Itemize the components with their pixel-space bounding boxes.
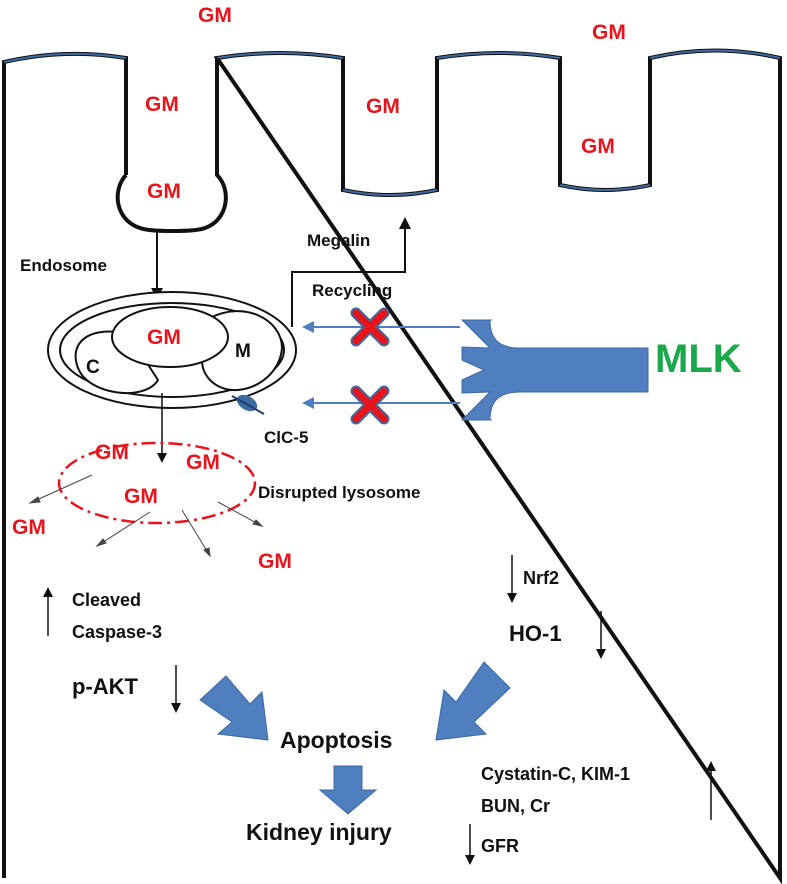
- ho1-down-arrowhead: [596, 649, 606, 659]
- ho1-to-apoptosis-arrow: [435, 661, 511, 741]
- mlk-label: MLK: [655, 337, 742, 381]
- nrf2-label: Nrf2: [523, 568, 559, 588]
- pakt-to-apoptosis-arrow: [199, 675, 269, 741]
- gfr-down-arrowhead: [465, 855, 475, 865]
- mlk-inhibition: MLK: [302, 307, 742, 425]
- compartment-c: [74, 330, 160, 394]
- gm-label: GM: [186, 451, 220, 474]
- gm-label: GM: [145, 93, 179, 116]
- mlk-block-arrow: [460, 319, 649, 421]
- gfr-label: GFR: [481, 836, 519, 856]
- ho1-label: HO-1: [509, 621, 562, 646]
- gm-label: GM: [592, 21, 626, 44]
- inhibition-arrowhead-clc5: [302, 397, 314, 409]
- caspase-up-arrowhead: [43, 587, 53, 597]
- biomarkers-line1: Cystatin-C, KIM-1: [481, 764, 630, 784]
- gm-label: GM: [12, 516, 46, 539]
- apoptosis-to-injury-arrow: [318, 765, 378, 815]
- block-x-icon: [350, 307, 390, 347]
- gm-label: GM: [147, 326, 181, 349]
- clc5-label: ClC-5: [264, 428, 308, 447]
- block-x-icon: [350, 385, 390, 425]
- gm-label: GM: [95, 441, 129, 464]
- kidney-injury-label: Kidney injury: [246, 819, 392, 845]
- leak-arrows: [28, 474, 264, 558]
- gm-label: GM: [258, 550, 292, 573]
- disrupted-lysosome: [57, 441, 257, 525]
- gm-label: GM: [581, 135, 615, 158]
- biomarkers-up-arrowhead: [706, 761, 716, 771]
- caspase3-label: Caspase-3: [72, 622, 162, 642]
- inhibition-arrowhead-megalin: [302, 321, 314, 333]
- clc5-channel-line: [231, 395, 265, 415]
- recycling-arrow: [291, 222, 406, 327]
- megalin-label: Megalin: [307, 231, 370, 250]
- c-label: C: [86, 357, 100, 378]
- cell-membrane: [2, 48, 782, 884]
- biomarkers-line2: BUN, Cr: [481, 796, 550, 816]
- endosome-complex: GM C M: [47, 291, 297, 409]
- gm-labels: GM GM GM GM GM GM: [145, 4, 626, 203]
- pakt-down-arrowhead: [171, 703, 181, 713]
- m-label: M: [235, 341, 251, 362]
- recycling-label: Recycling: [312, 281, 392, 300]
- gm-label: GM: [147, 180, 181, 203]
- recycling-arrowhead: [399, 217, 411, 229]
- pakt-label: p-AKT: [72, 674, 139, 699]
- apoptosis-label: Apoptosis: [280, 727, 392, 753]
- gm-label: GM: [124, 485, 158, 508]
- nrf2-down-arrowhead: [507, 593, 517, 603]
- disrupted-lysosome-label: Disrupted lysosome: [258, 483, 421, 502]
- endosome-label: Endosome: [20, 256, 107, 275]
- cleaved-label: Cleaved: [72, 590, 141, 610]
- gm-label: GM: [198, 4, 232, 27]
- gm-label: GM: [366, 95, 400, 118]
- lysosome-arrowhead: [157, 453, 167, 463]
- gm-vesicle: [111, 306, 229, 368]
